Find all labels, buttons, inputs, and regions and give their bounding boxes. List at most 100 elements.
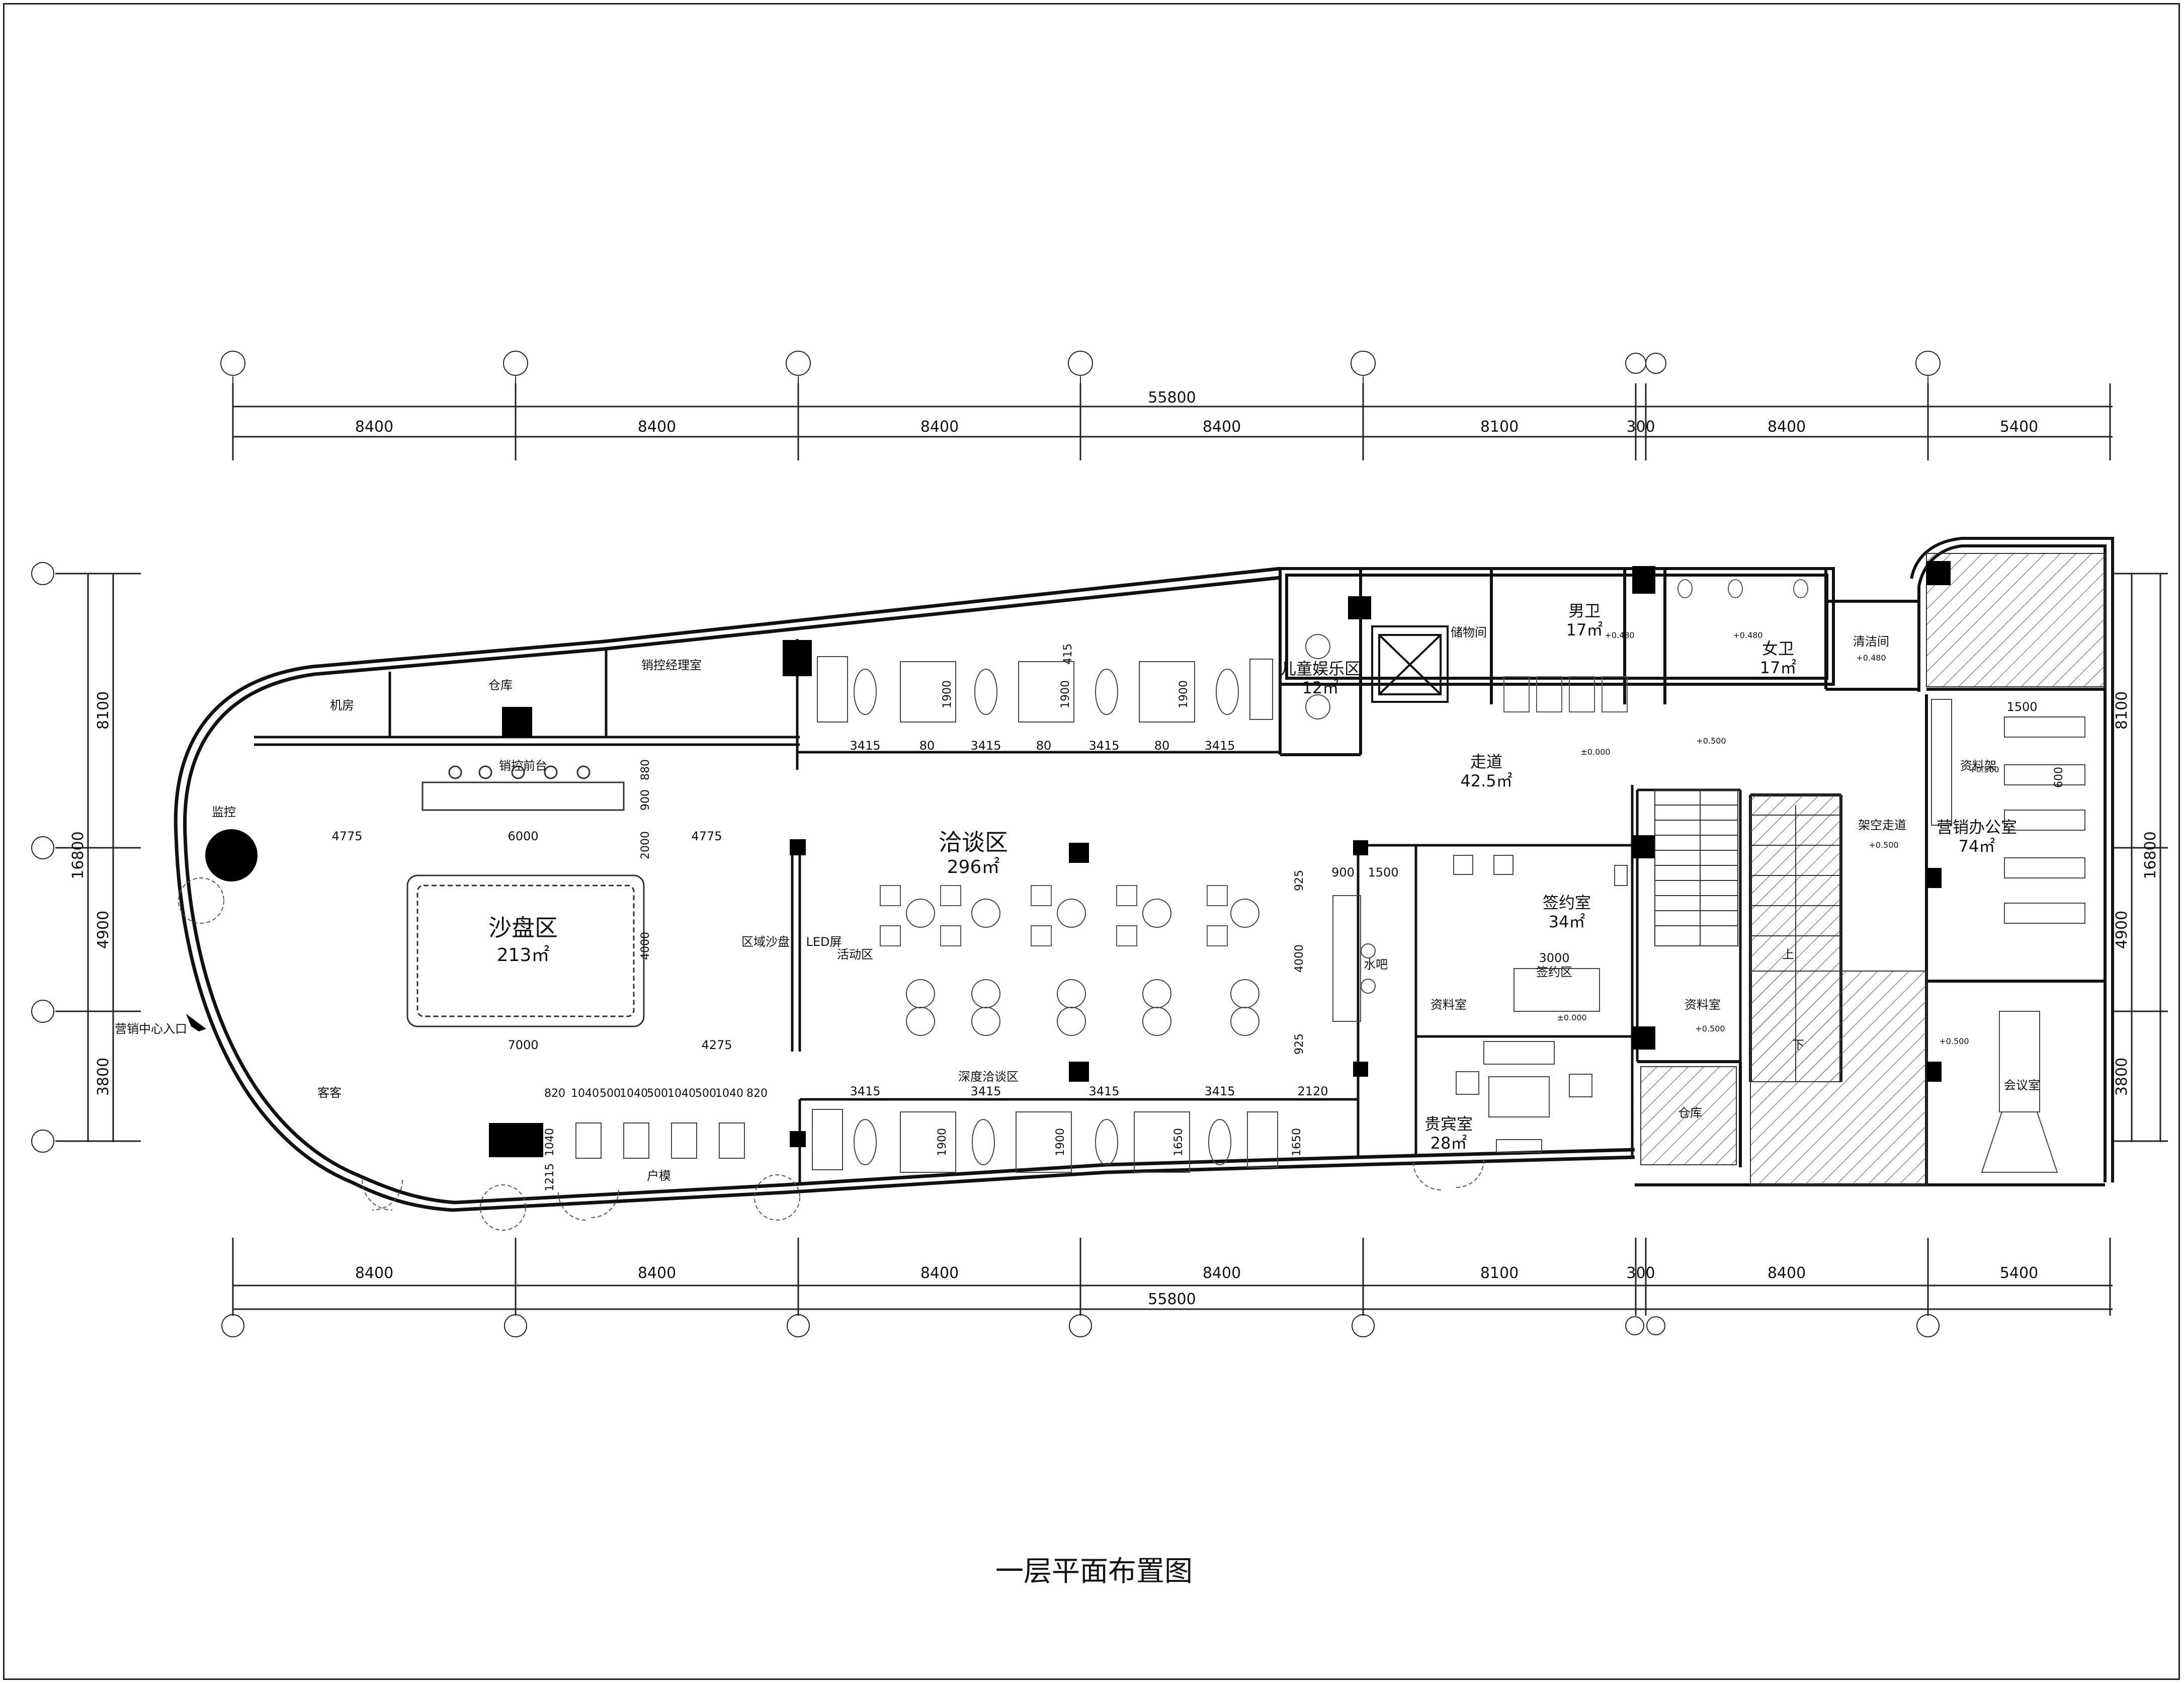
bottom-bay-dim: 8400 <box>355 1264 393 1282</box>
top-bay-dim: 8100 <box>1480 418 1519 436</box>
dim-v: 415 <box>1062 644 1074 665</box>
dim-sand: 4775 <box>331 829 362 843</box>
level-mark: +0.480 <box>1856 653 1886 663</box>
room-signing-area: 34㎡ <box>1549 912 1585 931</box>
negotiation-tables <box>906 899 1259 1036</box>
top-bay-dim: 8400 <box>355 418 393 436</box>
dim-v: 1900 <box>936 1128 949 1156</box>
dim-sand: 6000 <box>508 829 538 843</box>
dim-model: 820 <box>544 1087 565 1100</box>
label-led: LED屏 <box>806 935 842 949</box>
service-block-walls <box>1279 567 1920 756</box>
dim-v: 880 <box>639 759 652 780</box>
dim-v: 900 <box>639 789 652 811</box>
right-total-dim: 16800 <box>2142 831 2159 879</box>
room-sand-table-name: 沙盘区 <box>488 914 558 941</box>
room-negotiation-name: 洽谈区 <box>939 829 1008 856</box>
dim-booth-bottom: 3415 <box>850 1084 880 1098</box>
top-bay-dim: 5400 <box>2000 418 2038 436</box>
sales-desk <box>422 765 625 811</box>
exterior-doors <box>178 877 1484 1231</box>
label-deep-talk: 深度洽谈区 <box>958 1070 1019 1084</box>
left-bay-dim: 4900 <box>95 911 112 949</box>
left-total-dim: 16800 <box>69 831 87 879</box>
level-mark: +0.500 <box>1969 765 1999 774</box>
room-vip-name: 贵宾室 <box>1424 1114 1473 1134</box>
dim-sand: 4775 <box>691 829 722 843</box>
label-machine-room: 机房 <box>330 698 354 712</box>
dim-booth: 3415 <box>1088 739 1119 753</box>
hatched-zones <box>1640 553 2106 1185</box>
level-mark: +0.500 <box>1695 1024 1725 1033</box>
dim-sign: 3000 <box>1539 951 1569 965</box>
room-negotiation-area: 296㎡ <box>947 856 1000 877</box>
bottom-bay-dim: 8400 <box>638 1264 676 1282</box>
dim-booth: 3415 <box>1204 739 1235 753</box>
dim-bar: 900 <box>1331 865 1355 879</box>
room-corridor-name: 走道 <box>1470 752 1502 771</box>
label-cleaning: 清洁间 <box>1853 634 1889 649</box>
dim-booth: 3415 <box>970 739 1001 753</box>
sand-table <box>406 874 645 1027</box>
label-storeroom: 储物间 <box>1451 625 1487 639</box>
dim-model: 1040 <box>571 1087 599 1100</box>
bottom-booths <box>812 1109 1278 1173</box>
right-bay-dim: 3800 <box>2113 1058 2131 1096</box>
dim-v: 1900 <box>1054 1128 1067 1156</box>
dim-model: 500 <box>647 1087 668 1100</box>
room-corridor-area: 42.5㎡ <box>1460 771 1512 790</box>
label-storage: 仓库 <box>488 678 513 692</box>
label-house-model: 户模 <box>647 1169 671 1183</box>
bottom-bay-dim: 8100 <box>1480 1264 1519 1282</box>
dim-v: 600 <box>2053 767 2065 788</box>
dim-model: 500 <box>600 1087 621 1100</box>
label-entrance: 营销中心入口 <box>115 1022 187 1036</box>
dim-booth-bottom: 3415 <box>970 1084 1001 1098</box>
bottom-dimension-chain <box>232 1238 2113 1316</box>
level-mark: +0.500 <box>1869 840 1898 850</box>
level-mark: ±0.000 <box>1580 747 1610 757</box>
top-bay-dim: 8400 <box>638 418 676 436</box>
signing-furniture <box>1453 855 1628 1012</box>
room-vip-area: 28㎡ <box>1431 1134 1467 1153</box>
label-monitor: 监控 <box>212 805 236 819</box>
level-mark: +0.480 <box>1733 630 1762 640</box>
top-bay-dim: 300 <box>1626 418 1655 436</box>
room-womens-wc-name: 女卫 <box>1762 639 1794 658</box>
dim-v: 1900 <box>1059 680 1072 708</box>
label-meeting: 会议室 <box>2004 1078 2040 1092</box>
dim-v: 1650 <box>1172 1128 1185 1156</box>
dim-v: 2000 <box>639 831 652 859</box>
label-elevated-walkway: 架空走道 <box>1858 818 1906 832</box>
left-bay-dim: 8100 <box>95 691 112 730</box>
elevator-shaft <box>1371 625 1449 703</box>
dim-model: 820 <box>746 1087 768 1100</box>
dim-model: 1040 <box>715 1087 743 1100</box>
bottom-bay-dim: 300 <box>1626 1264 1655 1282</box>
dim-v: 4000 <box>639 932 652 960</box>
negotiation-chairs <box>880 885 1228 946</box>
right-bay-dim: 4900 <box>2113 911 2131 949</box>
bottom-bay-dim: 8400 <box>920 1264 959 1282</box>
bottom-total-dim: 55800 <box>1148 1291 1196 1308</box>
room-mens-wc-area: 17㎡ <box>1566 620 1603 639</box>
dim-booth: 80 <box>1036 739 1052 753</box>
wc-fixtures <box>1503 579 1808 712</box>
office-desks <box>1931 699 2085 924</box>
entrance-arrow <box>186 1014 206 1031</box>
bottom-bay-dim: 8400 <box>1768 1264 1806 1282</box>
drawing-title: 一层平面布置图 <box>995 1555 1193 1588</box>
structural-columns <box>489 561 1951 1157</box>
level-mark: ±0.000 <box>1557 1013 1586 1022</box>
room-sand-table-area: 213㎡ <box>497 944 550 966</box>
level-mark: +0.480 <box>1605 630 1634 640</box>
label-sales-manager: 销控经理室 <box>641 658 702 672</box>
label-archive-rack: 资料架 <box>1960 759 1996 773</box>
label-guest: 客客 <box>317 1086 342 1100</box>
level-mark: +0.500 <box>1696 736 1726 746</box>
dim-sand: 4275 <box>701 1038 732 1052</box>
water-bar <box>1332 895 1376 1022</box>
bottom-bay-dim: 8400 <box>1203 1264 1241 1282</box>
room-signing-name: 签约室 <box>1543 893 1591 912</box>
